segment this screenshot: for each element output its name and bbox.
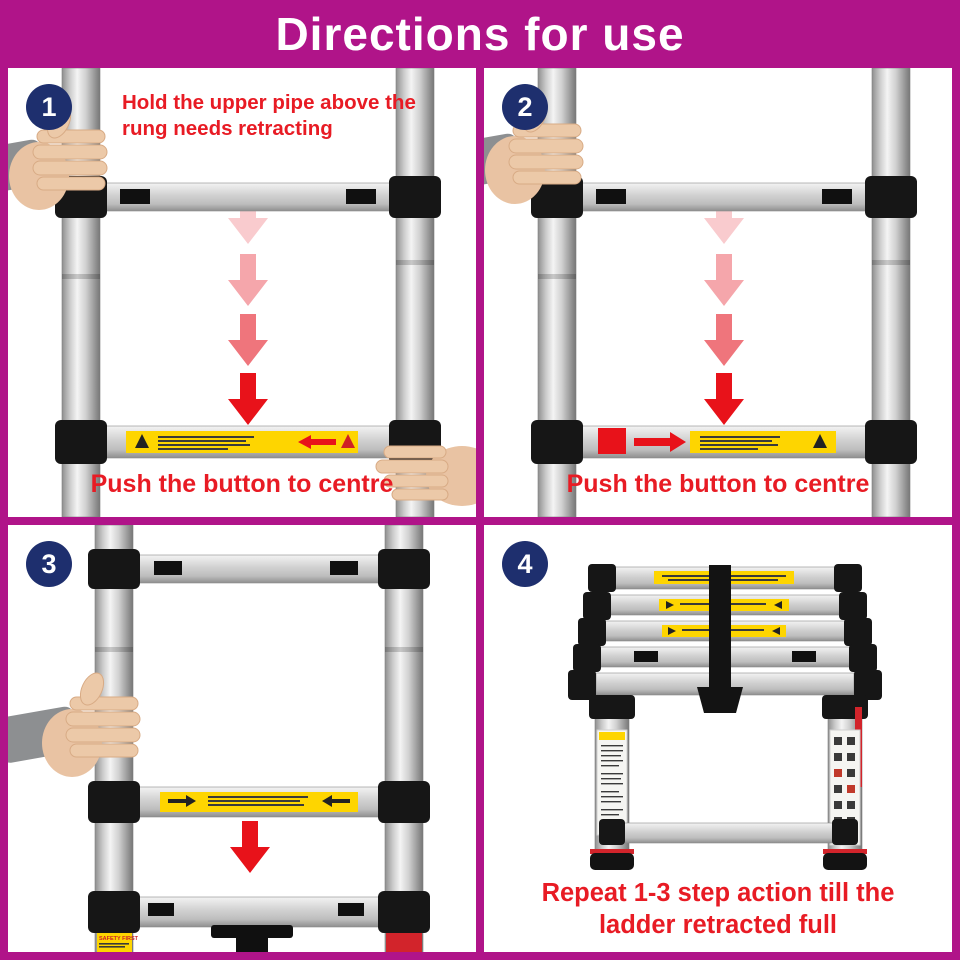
down-arrow-icon (230, 821, 270, 873)
down-arrow-icon-4 (228, 373, 268, 425)
step-4-illustration (568, 564, 882, 870)
carry-strap (697, 565, 743, 713)
step-3-illustration: SAFETY FIRST (8, 525, 430, 952)
step-3-number: 3 (41, 548, 57, 579)
step-1-badge: 1 (26, 84, 72, 130)
lock-button-right (346, 189, 376, 204)
bottom-rung (611, 822, 846, 844)
step-1-caption: Push the button to centre (90, 470, 394, 498)
down-arrow-icon-3 (228, 314, 268, 366)
step-4-number: 4 (517, 548, 533, 579)
down-arrow-icon-4 (704, 373, 744, 425)
steps-grid: 1 Hold the upper pipe above the rung nee… (0, 68, 960, 960)
warning-sticker (126, 431, 358, 453)
step-2-number: 2 (517, 91, 533, 122)
step-3-badge: 3 (26, 541, 72, 587)
step-4-caption: Repeat 1-3 step action till the ladder r… (541, 879, 895, 940)
safety-label: SAFETY FIRST (97, 933, 139, 952)
lock-button-left (120, 189, 150, 204)
push-left-arrow-icon (298, 435, 336, 449)
red-lock-button (598, 428, 626, 454)
closure-strap-handle (211, 925, 293, 952)
down-arrow-icon-2 (704, 254, 744, 306)
warning-sticker (690, 431, 836, 453)
step-panel-1: 1 Hold the upper pipe above the rung nee… (8, 68, 476, 517)
inward-arrows-icon (168, 795, 350, 807)
warning-sticker (160, 792, 358, 812)
step-2-illustration (484, 68, 917, 517)
down-arrow-icon-2 (228, 254, 268, 306)
down-arrow-icon-3 (704, 314, 744, 366)
step-1-number: 1 (41, 91, 57, 122)
red-label (386, 933, 422, 952)
step-panel-3: SAFETY FIRST 3 (8, 525, 476, 952)
right-rail (384, 525, 424, 952)
step-4-badge: 4 (502, 541, 548, 587)
warning-triangle-icon (341, 434, 355, 448)
title-bar: Directions for use (0, 0, 960, 68)
safety-label-text: SAFETY FIRST (99, 936, 139, 942)
step-1-illustration (8, 68, 476, 517)
push-right-arrow-icon (634, 432, 686, 452)
step-2-badge: 2 (502, 84, 548, 130)
step-panel-2: 2 Push the button to centre (484, 68, 952, 517)
page-title: Directions for use (275, 8, 685, 60)
step-1-instruction: Hold the upper pipe above the rung needs… (122, 91, 416, 141)
step-panel-4: 4 Repeat 1-3 step action till the ladder… (484, 525, 952, 952)
ladder-feet (590, 849, 867, 870)
warning-triangle-icon (813, 434, 827, 448)
step-2-caption: Push the button to centre (566, 470, 870, 498)
